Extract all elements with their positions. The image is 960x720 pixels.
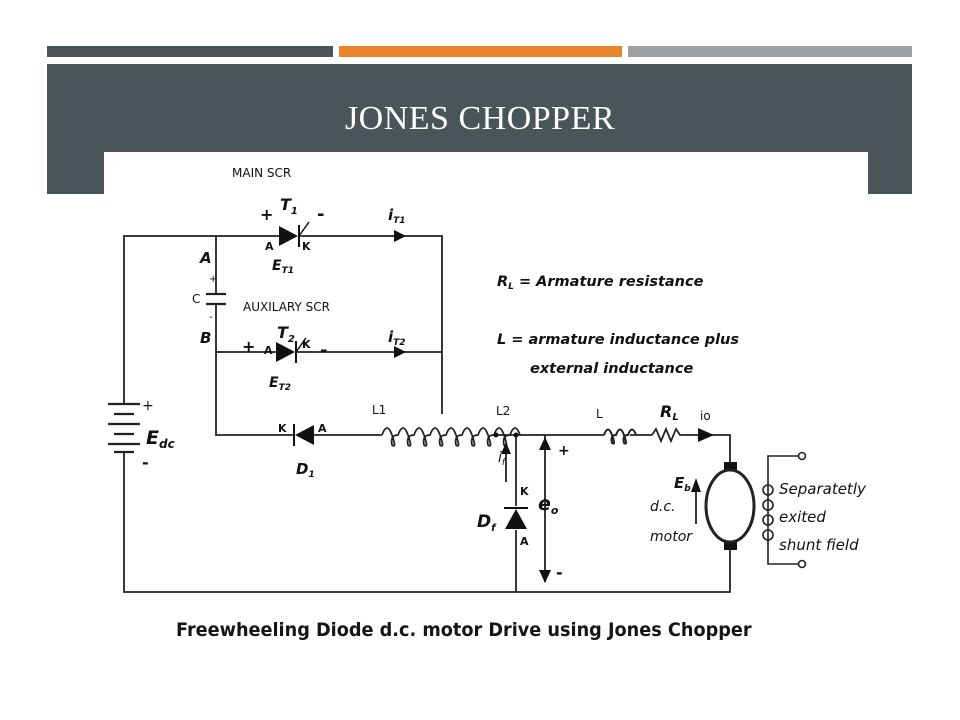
t2-anode-label: A — [264, 344, 273, 357]
node-dot-l2 — [493, 432, 499, 438]
circuit-diagram: MAIN SCR AUXILARY SCR T1 + - A K ET1 iT1… — [108, 166, 867, 593]
scr-t1 — [279, 221, 310, 247]
auxiliary-scr-label: AUXILARY SCR — [243, 300, 330, 314]
capacitor-label: C — [192, 292, 200, 306]
io-arrow-icon — [698, 428, 714, 442]
main-scr-label: MAIN SCR — [232, 166, 291, 180]
accent-bar-gray — [628, 46, 912, 57]
edc-minus-sign: - — [142, 453, 149, 472]
capacitor-c — [206, 292, 226, 306]
eb-arrow-icon — [691, 478, 701, 492]
l-label: L — [596, 407, 603, 421]
eo-arrow-up-icon — [539, 437, 551, 450]
it2-label: iT2 — [388, 328, 406, 348]
diode-d1 — [293, 424, 314, 446]
circuit-diagram-panel: MAIN SCR AUXILARY SCR T1 + - A K ET1 iT1… — [104, 152, 868, 622]
accent-bar-orange — [339, 46, 622, 57]
t1-anode-label: A — [265, 240, 274, 253]
wire-source-top — [123, 235, 216, 404]
l2-label: L2 — [496, 404, 510, 418]
eo-arrow-down-icon — [539, 570, 551, 583]
if-label: if — [498, 450, 507, 468]
inductor-l — [603, 428, 637, 445]
rl-label: RL — [660, 402, 679, 423]
t1-cathode-label: K — [302, 240, 311, 253]
eb-label: Eb — [674, 474, 691, 494]
t2-cathode-label: K — [302, 338, 311, 351]
def-rl-text: RL = Armature resistance — [497, 274, 704, 292]
d1-anode-label: A — [318, 422, 327, 435]
wire-source-bottom — [123, 452, 731, 593]
node-b-label: B — [200, 329, 211, 347]
t1-label: T1 — [280, 195, 298, 217]
df-anode-label: A — [520, 535, 529, 548]
t2-plus-sign: + — [242, 337, 255, 356]
et1-label: ET1 — [272, 258, 294, 276]
df-cathode-label: K — [520, 485, 529, 498]
field-label-line2: exited — [779, 508, 826, 526]
inductor-l1 — [381, 427, 521, 447]
node-a-label: A — [199, 249, 212, 267]
eo-label: eo — [538, 493, 559, 517]
accent-bar-dark — [47, 46, 333, 57]
battery-edc — [108, 402, 140, 454]
wire-d1 — [215, 352, 382, 436]
df-label: Df — [477, 512, 497, 534]
slide-title: JONES CHOPPER — [344, 100, 616, 137]
d1-label: D1 — [296, 460, 315, 480]
def-l-text-line2: external inductance — [530, 361, 693, 377]
def-l-text: L = armature inductance plus — [497, 332, 739, 348]
t1-plus-sign: + — [260, 205, 273, 224]
it2-arrow-icon — [394, 346, 406, 358]
if-arrow-icon — [501, 442, 511, 454]
diagram-caption: Freewheeling Diode d.c. motor Drive usin… — [176, 619, 752, 641]
t2-minus-sign: - — [320, 340, 327, 361]
l1-label: L1 — [372, 403, 386, 417]
wire-main-scr — [216, 235, 443, 414]
eo-minus-sign: - — [556, 563, 563, 582]
io-label: io — [700, 409, 711, 423]
field-label-line1: Separatetly — [779, 480, 867, 498]
cap-minus-sign: - — [209, 312, 213, 323]
shunt-field-winding — [762, 451, 807, 569]
it1-arrow-icon — [394, 230, 406, 242]
it1-label: iT1 — [388, 206, 406, 226]
resistor-rl — [651, 426, 682, 444]
motor-label-line2: motor — [650, 529, 693, 545]
scr-t2 — [276, 337, 307, 363]
motor-label-line1: d.c. — [650, 499, 675, 515]
field-label-line3: shunt field — [779, 536, 859, 554]
dc-motor — [704, 462, 756, 550]
et2-label: ET2 — [269, 375, 291, 393]
d1-cathode-label: K — [278, 422, 287, 435]
t2-label: T2 — [277, 323, 295, 345]
edc-label: Edc — [146, 427, 175, 451]
eo-plus-sign: + — [558, 443, 570, 459]
diode-df — [504, 507, 528, 529]
t1-minus-sign: - — [317, 204, 324, 225]
edc-plus-sign: + — [142, 398, 154, 414]
cap-plus-sign: + — [209, 274, 217, 285]
node-dot-df — [513, 432, 519, 438]
